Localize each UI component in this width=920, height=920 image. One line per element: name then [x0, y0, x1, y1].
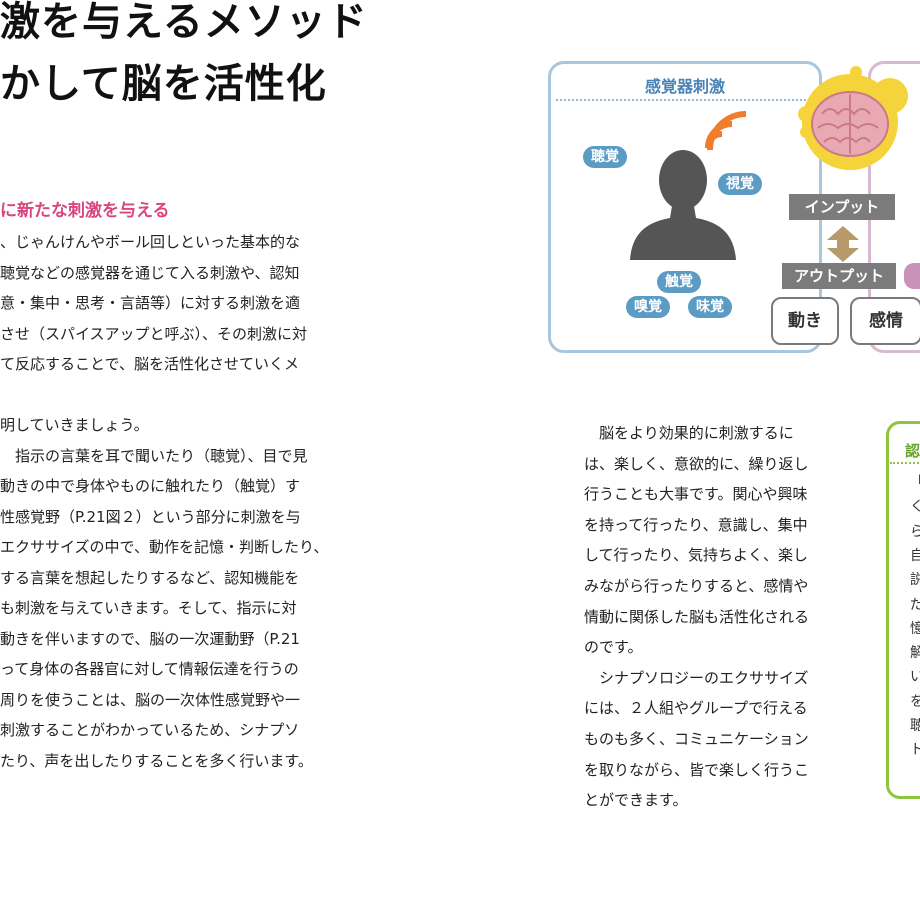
- body-left-line: [0, 380, 345, 411]
- body-mid-line: シナプソロジーのエクササイズ: [584, 668, 809, 687]
- body-mid-line: 脳をより効果的に刺激するに: [584, 424, 794, 442]
- input-label: インプット: [789, 194, 895, 220]
- body-mid-line: 情動に関係した脳も活性化される: [584, 607, 810, 626]
- body-mid-line: には、２人組やグループで行える: [584, 699, 808, 718]
- body-mid-line: を持って行ったり、意識し、集中: [584, 515, 808, 534]
- brain-icon: [798, 66, 908, 170]
- body-mid-line: は、楽しく、意欲的に、繰り返し: [584, 454, 809, 473]
- output-emotion-box: 感情: [850, 297, 920, 345]
- sidebar-dotted-divider: [890, 462, 920, 464]
- body-left-line: する言葉を想起したりするなど、認知機能を: [0, 568, 300, 587]
- sense-badge-smell: 嗅覚: [626, 296, 670, 318]
- page-title-line-2: かして脳を活性化: [0, 61, 327, 107]
- sidebar-text-char: 聴: [910, 718, 920, 734]
- output-label: アウトプット: [782, 263, 896, 289]
- sense-badge-taste: 味覚: [688, 296, 732, 318]
- sidebar-text-char: を: [910, 693, 920, 710]
- sidebar-text-char: 説: [910, 572, 920, 589]
- output-movement-box: 動き: [771, 297, 839, 345]
- body-left-line: 動きを伴いますので、脳の一次運動野（P.21: [0, 629, 300, 648]
- body-left-line: 明していきましょう。: [0, 416, 149, 434]
- body-left-line: て反応することで、脳を活性化させていくメ: [0, 355, 299, 373]
- sound-waves-icon: [705, 111, 747, 151]
- double-arrow-icon: [827, 226, 859, 262]
- body-mid-line: して行ったり、気持ちよく、楽し: [584, 546, 808, 565]
- sidebar-text-char: だ: [910, 596, 920, 613]
- body-left-line: 意・集中・思考・言語等）に対する刺激を適: [0, 294, 301, 312]
- sidebar-text-char: ト: [910, 742, 920, 759]
- page-title-line-1: 激を与えるメソッド: [0, 0, 368, 45]
- body-mid-line: とができます。: [584, 791, 688, 810]
- body-left-line: も刺激を与えていきます。そして、指示に対: [0, 599, 297, 617]
- sidebar-text-char: ら: [910, 523, 920, 540]
- sense-badge-hearing: 聴覚: [583, 146, 627, 168]
- body-left-line: 刺激することがわかっているため、シナプソ: [0, 721, 300, 739]
- body-left-line: 、じゃんけんやボール回しといった基本的な: [0, 233, 301, 251]
- body-left-line: エクササイズの中で、動作を記憶・判断したり、: [0, 538, 329, 556]
- body-left-line: って身体の各器官に対して情報伝達を行うの: [0, 660, 299, 678]
- body-text-left-column: 、じゃんけんやボール回しといった基本的な聴覚などの感覚器を通じて入る刺激や、認知…: [0, 227, 345, 776]
- sensory-stimulus-title: 感覚器刺激: [644, 77, 725, 96]
- body-left-line: 動きの中で身体やものに触れたり（触覚）す: [0, 477, 301, 495]
- body-mid-line: を取りながら、皆で楽しく行うこ: [584, 760, 810, 779]
- section-subheading: に新たな刺激を与える: [0, 201, 170, 221]
- body-mid-line: のです。: [584, 638, 643, 657]
- sidebar-text-char: 「: [910, 472, 920, 492]
- body-left-line: 聴覚などの感覚器を通じて入る刺激や、認知: [0, 263, 300, 282]
- sidebar-text-char: 解: [910, 645, 920, 662]
- sidebar-title: 認: [905, 442, 920, 460]
- body-left-line: させ（スパイスアップと呼ぶ）、その刺激に対: [0, 324, 308, 343]
- sense-badge-touch: 触覚: [657, 271, 701, 293]
- body-left-line: 指示の言葉を耳で聞いたり（聴覚）、目で見: [0, 446, 308, 465]
- sense-badge-sight: 視覚: [718, 173, 762, 195]
- pink-tag: [904, 263, 920, 289]
- sidebar-box: [886, 421, 920, 799]
- body-left-line: たり、声を出したりすることを多く行います。: [0, 751, 313, 770]
- sidebar-text-char: く: [910, 499, 920, 516]
- sidebar-text-char: い: [910, 669, 920, 686]
- dotted-divider: [556, 99, 814, 101]
- body-left-line: 周りを使うことは、脳の一次体性感覚野や一: [0, 690, 301, 709]
- body-mid-line: みながら行ったりすると、感情や: [584, 576, 809, 595]
- body-text-middle-column: 脳をより効果的に刺激するには、楽しく、意欲的に、繰り返し行うことも大事です。関心…: [584, 418, 849, 816]
- body-left-line: 性感覚野（P.21図２）という部分に刺激を与: [0, 507, 301, 526]
- body-mid-line: ものも多く、コミュニケーション: [584, 729, 809, 748]
- sidebar-text-char: 憶: [910, 620, 920, 637]
- body-mid-line: 行うことも大事です。関心や興味: [584, 485, 808, 504]
- sidebar-text-char: 自: [910, 547, 920, 564]
- person-silhouette-icon: [630, 150, 736, 260]
